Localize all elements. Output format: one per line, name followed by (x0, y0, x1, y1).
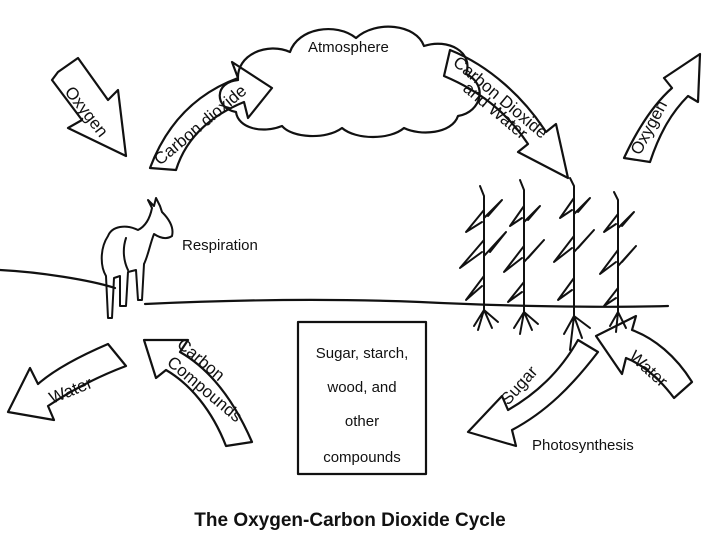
water-arrow-right (594, 314, 694, 400)
oxygen-left-label: Oxygen (61, 83, 112, 141)
plant-4 (599, 191, 637, 333)
ground-line-left (0, 268, 117, 290)
plant-3 (553, 177, 595, 351)
deer-figure (100, 197, 174, 319)
sugar-label: Sugar (497, 362, 542, 409)
carbon-dioxide-arrow (148, 60, 274, 172)
respiration-label: Respiration (182, 237, 258, 254)
sugar-arrow (466, 338, 600, 448)
plant-2 (503, 179, 545, 335)
water-right-label: Water (625, 347, 671, 391)
diagram-title: The Oxygen-Carbon Dioxide Cycle (194, 510, 505, 531)
atmosphere-cloud (218, 25, 481, 138)
box-line-4: compounds (323, 449, 401, 466)
box-line-2: wood, and (326, 379, 396, 396)
oxygen-arrow-right (622, 52, 702, 164)
atmosphere-label: Atmosphere (308, 39, 389, 56)
ground-line-middle (143, 298, 670, 308)
photosynthesis-label: Photosynthesis (532, 437, 634, 454)
plant-1 (459, 185, 507, 331)
box-line-1: Sugar, starch, (316, 345, 409, 362)
co2-water-arrow (442, 48, 570, 180)
water-arrow-left (6, 342, 128, 422)
box-line-3: other (345, 413, 379, 430)
oxygen-arrow-left (50, 56, 128, 158)
carbon-compounds-arrow (142, 338, 254, 448)
carbon-dioxide-label: Carbon dioxide (150, 81, 250, 169)
water-left-label: Water (46, 373, 95, 407)
compounds-box (296, 320, 428, 476)
